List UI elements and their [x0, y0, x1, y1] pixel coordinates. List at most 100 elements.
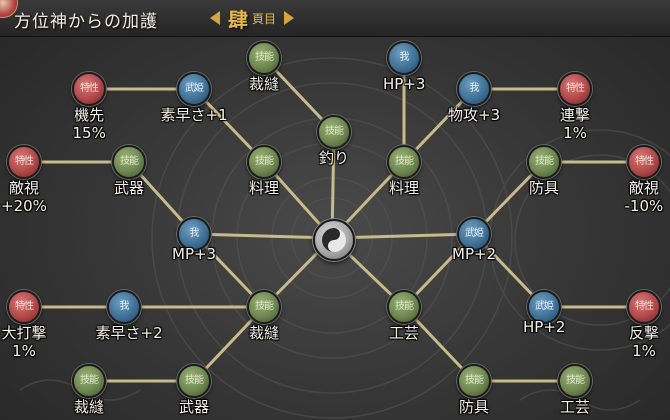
- node-type-badge: 技能: [395, 156, 414, 167]
- node-label-bougu_bot: 防具: [459, 398, 489, 416]
- next-page-arrow-icon[interactable]: [284, 11, 295, 25]
- node-type-badge: 技能: [255, 301, 274, 312]
- node-label-teki1: 敵視+20%: [1, 179, 47, 215]
- node-label-buki_bot: 武器: [179, 398, 209, 416]
- node-label-buki_l: 武器: [114, 179, 144, 197]
- skill-node-rengeki[interactable]: 特性: [558, 72, 592, 106]
- node-label-text: 武器: [179, 398, 210, 416]
- skill-node-saiho_mid[interactable]: 技能: [247, 290, 281, 324]
- node-label-text: 連撃: [560, 106, 591, 124]
- skill-node-tsuri[interactable]: 技能: [317, 115, 351, 149]
- skill-node-saiho_top[interactable]: 技能: [247, 41, 281, 75]
- link-line: [192, 232, 334, 240]
- node-label-text: 裁縫: [74, 398, 105, 416]
- node-label-text: 工芸: [560, 398, 591, 416]
- node-label-text: 裁縫: [249, 75, 280, 93]
- skill-node-teki1[interactable]: 特性: [7, 145, 41, 179]
- skill-node-buki_l[interactable]: 技能: [112, 145, 146, 179]
- node-type-badge: 技能: [395, 301, 414, 312]
- node-type-badge: 特性: [566, 83, 585, 94]
- node-label-text: MP+3: [172, 245, 217, 263]
- node-type-badge: 技能: [120, 156, 139, 167]
- skill-node-mp2[interactable]: 武姫: [457, 217, 491, 251]
- node-label-text: 反撃: [629, 324, 660, 342]
- skill-node-buki_bot[interactable]: 技能: [177, 364, 211, 398]
- node-type-badge: 我: [189, 228, 200, 239]
- node-label-mp2: MP+2: [452, 245, 496, 263]
- node-label-saiho_top: 裁縫: [249, 75, 279, 93]
- node-label-ryori_l: 料理: [249, 179, 279, 197]
- node-label-kogei_mid: 工芸: [389, 324, 419, 342]
- node-type-badge: 特性: [15, 301, 34, 312]
- skill-node-butsu[interactable]: 我: [457, 72, 491, 106]
- node-label-text: HP+3: [383, 75, 426, 93]
- yin-yang-icon: [322, 228, 346, 252]
- node-label-value: 1%: [632, 342, 656, 360]
- node-label-value: 1%: [563, 124, 587, 142]
- node-label-text: 大打撃: [1, 324, 47, 342]
- node-label-text: 敵視: [8, 179, 39, 197]
- skill-node-bougu_bot[interactable]: 技能: [457, 364, 491, 398]
- node-type-badge: 技能: [80, 375, 99, 386]
- skill-node-saiho_bot[interactable]: 技能: [72, 364, 106, 398]
- node-type-badge: 技能: [255, 52, 274, 63]
- page-suffix: 頁目: [252, 11, 277, 26]
- node-label-text: 機先: [74, 106, 105, 124]
- node-label-subaya2: 素早さ+2: [96, 324, 163, 342]
- skill-node-daida[interactable]: 特性: [7, 290, 41, 324]
- node-label-value: 1%: [12, 342, 36, 360]
- node-label-text: 料理: [249, 179, 280, 197]
- node-label-value: -10%: [624, 197, 664, 215]
- skill-node-kisaki[interactable]: 特性: [72, 72, 106, 106]
- skill-node-hp2[interactable]: 武姫: [527, 290, 561, 324]
- node-label-text: 素早さ+2: [95, 324, 163, 342]
- skill-node-hangeki[interactable]: 特性: [627, 290, 661, 324]
- node-label-hp3: HP+3: [383, 75, 425, 93]
- page-title: 方位神からの加護: [14, 12, 158, 32]
- page-number: 肆: [228, 7, 248, 32]
- node-label-kogei_bot: 工芸: [560, 398, 590, 416]
- skill-node-teki2[interactable]: 特性: [627, 145, 661, 179]
- node-label-hp2: HP+2: [523, 318, 565, 336]
- node-label-text: HP+2: [523, 318, 566, 336]
- node-type-badge: 技能: [325, 126, 344, 137]
- prev-page-arrow-icon[interactable]: [210, 11, 220, 25]
- center-yin-yang-node[interactable]: [313, 219, 355, 261]
- node-label-bougu_r: 防具: [529, 179, 559, 197]
- skill-node-mp3[interactable]: 我: [177, 217, 211, 251]
- skill-node-subaya2[interactable]: 我: [107, 290, 141, 324]
- node-label-mp3: MP+3: [172, 245, 216, 263]
- skill-node-ryori_l[interactable]: 技能: [247, 145, 281, 179]
- skill-node-bougu_r[interactable]: 技能: [527, 145, 561, 179]
- node-label-value: 15%: [72, 124, 106, 142]
- node-type-badge: 技能: [255, 156, 274, 167]
- skill-node-kogei_mid[interactable]: 技能: [387, 290, 421, 324]
- node-type-badge: 我: [399, 52, 410, 63]
- node-type-badge: 技能: [185, 375, 204, 386]
- header-bar: 方位神からの加護 肆 頁目: [0, 0, 670, 37]
- node-type-badge: 特性: [635, 301, 654, 312]
- node-type-badge: 特性: [635, 156, 654, 167]
- node-type-badge: 武姫: [535, 301, 554, 312]
- skill-node-subaya1[interactable]: 武姫: [177, 72, 211, 106]
- node-label-subaya1: 素早さ+1: [161, 106, 228, 124]
- node-type-badge: 技能: [465, 375, 484, 386]
- node-label-ryori_r: 料理: [389, 179, 419, 197]
- node-type-badge: 我: [469, 83, 480, 94]
- skill-node-ryori_r[interactable]: 技能: [387, 145, 421, 179]
- node-label-saiho_mid: 裁縫: [249, 324, 279, 342]
- node-type-badge: 我: [119, 301, 130, 312]
- node-label-teki2: 敵視-10%: [625, 179, 664, 215]
- node-label-text: 防具: [529, 179, 560, 197]
- page-navigator: 肆 頁目: [210, 4, 295, 32]
- node-type-badge: 技能: [535, 156, 554, 167]
- skill-node-hp3[interactable]: 我: [387, 41, 421, 75]
- skill-node-kogei_bot[interactable]: 技能: [558, 364, 592, 398]
